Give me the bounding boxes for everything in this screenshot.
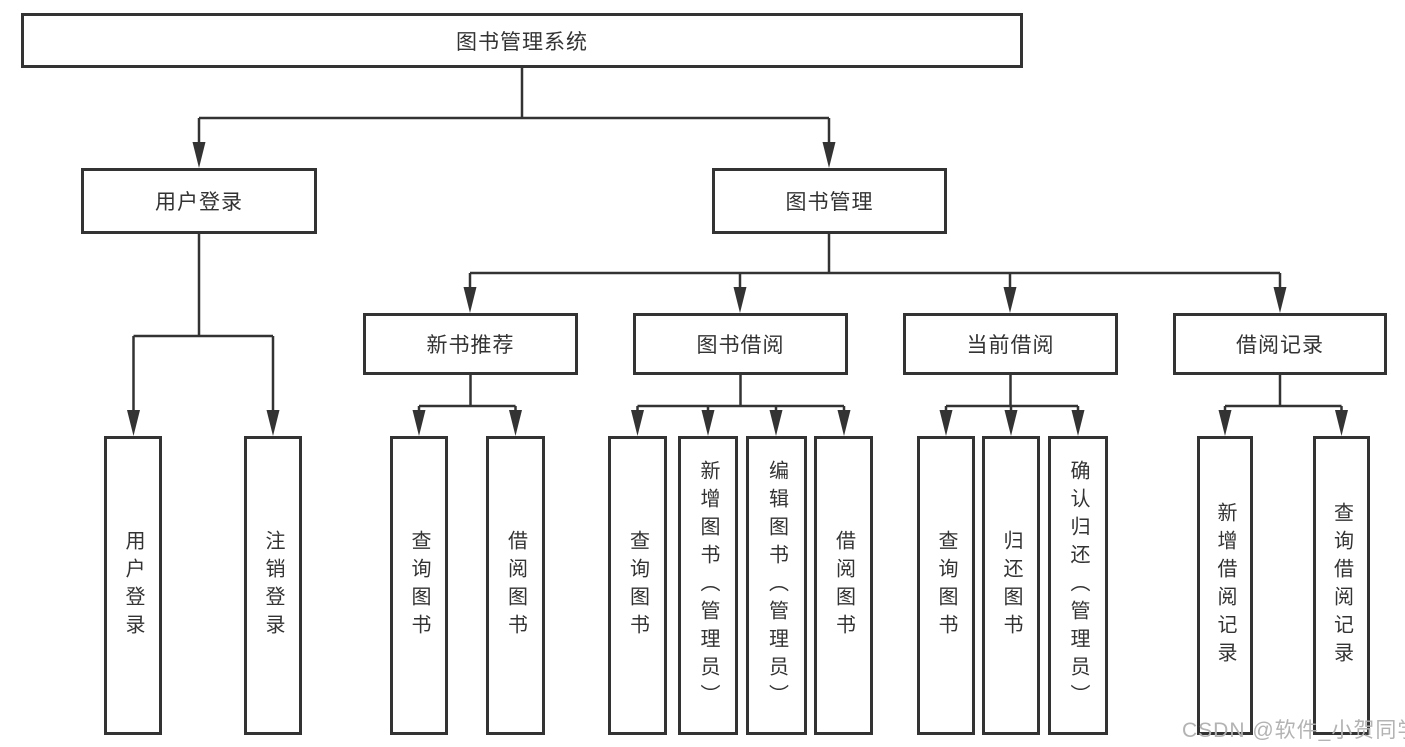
node-label: 编辑图书（管理员） (765, 459, 788, 712)
node-label: 新增图书（管理员） (697, 459, 719, 712)
node-label: 借阅记录 (1236, 334, 1324, 357)
node-label: 用户登录 (155, 191, 243, 214)
node-book-management: 图书管理 (712, 168, 947, 234)
node-leaf-add-books-admin: 新增图书（管理员） (678, 436, 738, 735)
node-label: 查询借阅记录 (1330, 501, 1353, 670)
node-borrowing-records: 借阅记录 (1173, 313, 1387, 375)
node-leaf-query-books-current: 查询图书 (917, 436, 975, 735)
node-label: 用户登录 (122, 529, 144, 642)
node-label: 图书借阅 (696, 334, 785, 357)
node-label: 新书推荐 (426, 334, 515, 357)
node-current-borrowing: 当前借阅 (903, 313, 1118, 375)
node-leaf-borrow-books: 借阅图书 (814, 436, 873, 735)
node-label: 注销登录 (262, 529, 284, 642)
node-leaf-logout: 注销登录 (244, 436, 302, 735)
node-label: 图书管理系统 (456, 30, 588, 54)
node-label: 确认归还（管理员） (1067, 459, 1089, 712)
node-label: 借阅图书 (504, 529, 527, 642)
node-label: 新增借阅记录 (1214, 501, 1236, 670)
node-leaf-query-books-borrowing: 查询图书 (608, 436, 667, 735)
node-book-borrowing: 图书借阅 (633, 313, 848, 375)
node-label: 查询图书 (408, 529, 430, 642)
node-leaf-query-borrow-record: 查询借阅记录 (1313, 436, 1370, 735)
node-leaf-user-login: 用户登录 (104, 436, 162, 735)
node-leaf-edit-books-admin: 编辑图书（管理员） (746, 436, 807, 735)
node-book-management-system: 图书管理系统 (21, 13, 1023, 68)
node-label: 图书管理 (785, 191, 874, 214)
node-label: 借阅图书 (832, 529, 855, 642)
csdn-watermark: CSDN @软件_小贺同学 (1182, 719, 1405, 742)
node-leaf-borrow-books-recommend: 借阅图书 (486, 436, 545, 735)
node-label: 当前借阅 (966, 334, 1055, 357)
node-user-login: 用户登录 (81, 168, 317, 234)
node-label: 查询图书 (935, 529, 957, 642)
node-leaf-query-books-recommend: 查询图书 (390, 436, 448, 735)
node-leaf-confirm-return-admin: 确认归还（管理员） (1048, 436, 1108, 735)
node-label: 查询图书 (626, 529, 649, 642)
node-label: 归还图书 (1000, 529, 1022, 642)
node-leaf-return-books: 归还图书 (982, 436, 1040, 735)
node-leaf-add-borrow-record: 新增借阅记录 (1197, 436, 1253, 735)
node-new-book-recommendation: 新书推荐 (363, 313, 578, 375)
